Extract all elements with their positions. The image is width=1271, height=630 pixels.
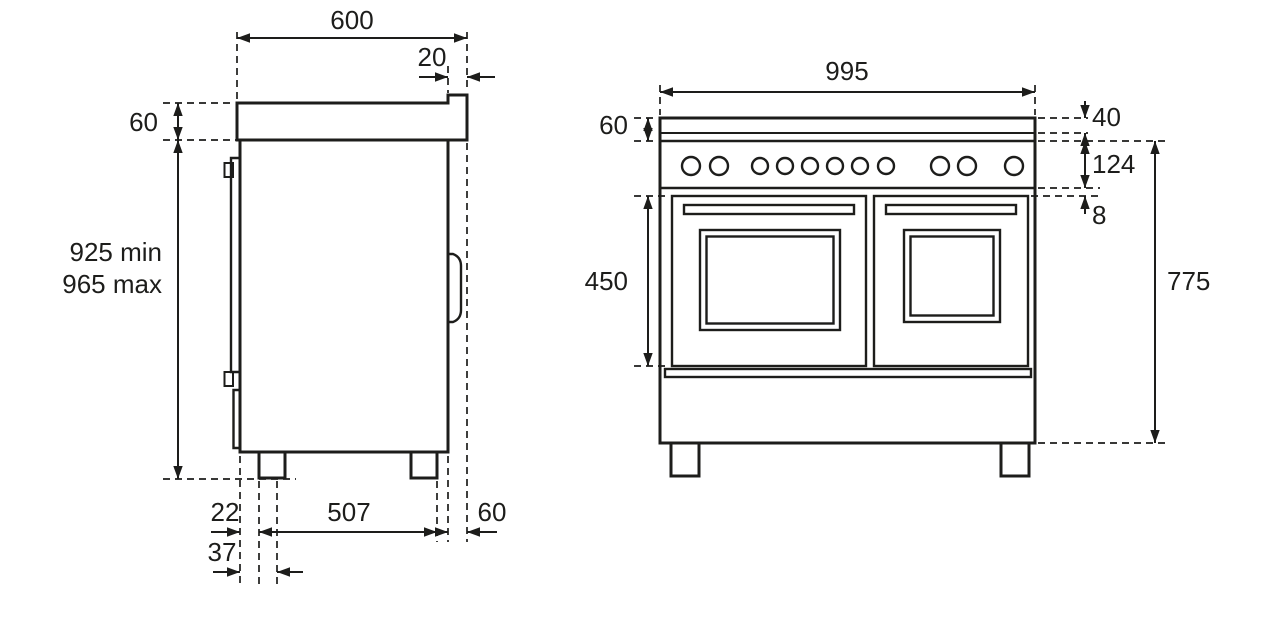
rear-connection-detail xyxy=(448,252,463,324)
dimension-worktop-height-side: 60 xyxy=(129,103,183,140)
dimension-label-worktop-height: 60 xyxy=(599,110,628,140)
burner-knob xyxy=(825,156,845,176)
burner-knob xyxy=(750,156,770,176)
dimension-label-worktop-height: 60 xyxy=(129,107,158,137)
front-view-cooker xyxy=(658,116,1037,478)
dimension-label-front-to-leg: 22 xyxy=(211,497,240,527)
dimension-top-depth: 600 xyxy=(237,5,467,43)
dimension-label-back-clearance: 60 xyxy=(478,497,507,527)
dimension-back-ledge: 20 xyxy=(418,42,495,82)
cooker-body-profile xyxy=(238,140,450,454)
dimension-panel-gap: 8 xyxy=(1080,196,1106,230)
dimension-under-top-height: 775 xyxy=(1150,141,1210,443)
dimension-leg-span: 507 xyxy=(259,497,437,537)
oven-door-outline xyxy=(670,194,868,368)
right-oven-door xyxy=(872,194,1030,368)
control-knobs xyxy=(680,155,1025,177)
dimension-label-top-trim: 40 xyxy=(1092,102,1121,132)
burner-knob xyxy=(1003,155,1025,177)
dimension-label-back-ledge: 20 xyxy=(418,42,447,72)
plinth-rail xyxy=(663,367,1033,379)
burner-knob xyxy=(680,155,702,177)
oven-window-outer xyxy=(902,228,1002,324)
burner-knob xyxy=(850,156,870,176)
oven-door-outline xyxy=(872,194,1030,368)
burner-knob xyxy=(775,156,795,176)
oven-window-inner xyxy=(705,235,835,325)
oven-window-outer xyxy=(698,228,842,332)
dimension-oven-door-height: 450 xyxy=(585,196,653,366)
dimension-worktop-height-front: 60 xyxy=(599,110,653,141)
front-view-dimensions: 995 60 40 124 8 450 xyxy=(585,56,1210,443)
burner-knob xyxy=(929,155,951,177)
dimension-label-front-inset: 37 xyxy=(208,537,237,567)
dimension-overall-height: 925 min 965 max xyxy=(62,140,183,479)
side-view-cooker xyxy=(223,93,469,480)
burner-knob xyxy=(876,156,896,176)
cooker-body-front xyxy=(658,116,1037,445)
dimension-back-clearance: 60 xyxy=(421,497,507,537)
burner-knob xyxy=(800,156,820,176)
dimension-overall-width: 995 xyxy=(660,56,1035,97)
oven-door-profile xyxy=(229,156,240,374)
front-left-leg xyxy=(669,441,701,478)
dimension-label-oven-door-height: 450 xyxy=(585,266,628,296)
left-oven-door xyxy=(670,194,868,368)
worktop-profile xyxy=(235,93,469,142)
dimension-label-overall-width: 995 xyxy=(825,56,868,86)
dimension-label-control-panel: 124 xyxy=(1092,149,1135,179)
dimension-label-panel-gap: 8 xyxy=(1092,200,1106,230)
burner-knob xyxy=(956,155,978,177)
dimension-label-height-max: 965 max xyxy=(62,269,162,299)
rear-leg xyxy=(409,450,439,480)
dimension-label-under-top-height: 775 xyxy=(1167,266,1210,296)
dimension-label-height-min: 925 min xyxy=(70,237,163,267)
dimension-front-to-leg: 22 xyxy=(211,497,240,537)
oven-door-handle xyxy=(682,203,856,216)
burner-knob xyxy=(708,155,730,177)
front-view-extension-lines xyxy=(634,85,1168,444)
door-hinge-detail xyxy=(223,162,234,178)
side-view: 600 20 60 925 min 965 max 22 xyxy=(62,5,506,588)
side-view-extension-lines xyxy=(163,32,468,588)
dimension-front-inset: 37 xyxy=(208,537,303,577)
door-latch-detail xyxy=(223,371,234,387)
side-view-dimensions: 600 20 60 925 min 965 max 22 xyxy=(62,5,507,577)
oven-window-inner xyxy=(909,235,995,317)
oven-door-handle xyxy=(884,203,1018,216)
front-view: 995 60 40 124 8 450 xyxy=(585,56,1210,478)
dimension-control-panel: 124 xyxy=(1080,141,1135,188)
dimension-top-trim: 40 xyxy=(1080,101,1121,150)
drawer-front-profile xyxy=(232,388,240,450)
dimension-label-top-depth: 600 xyxy=(330,5,373,35)
front-right-leg xyxy=(999,441,1031,478)
dimension-label-leg-span: 507 xyxy=(327,497,370,527)
front-leg xyxy=(257,450,287,480)
